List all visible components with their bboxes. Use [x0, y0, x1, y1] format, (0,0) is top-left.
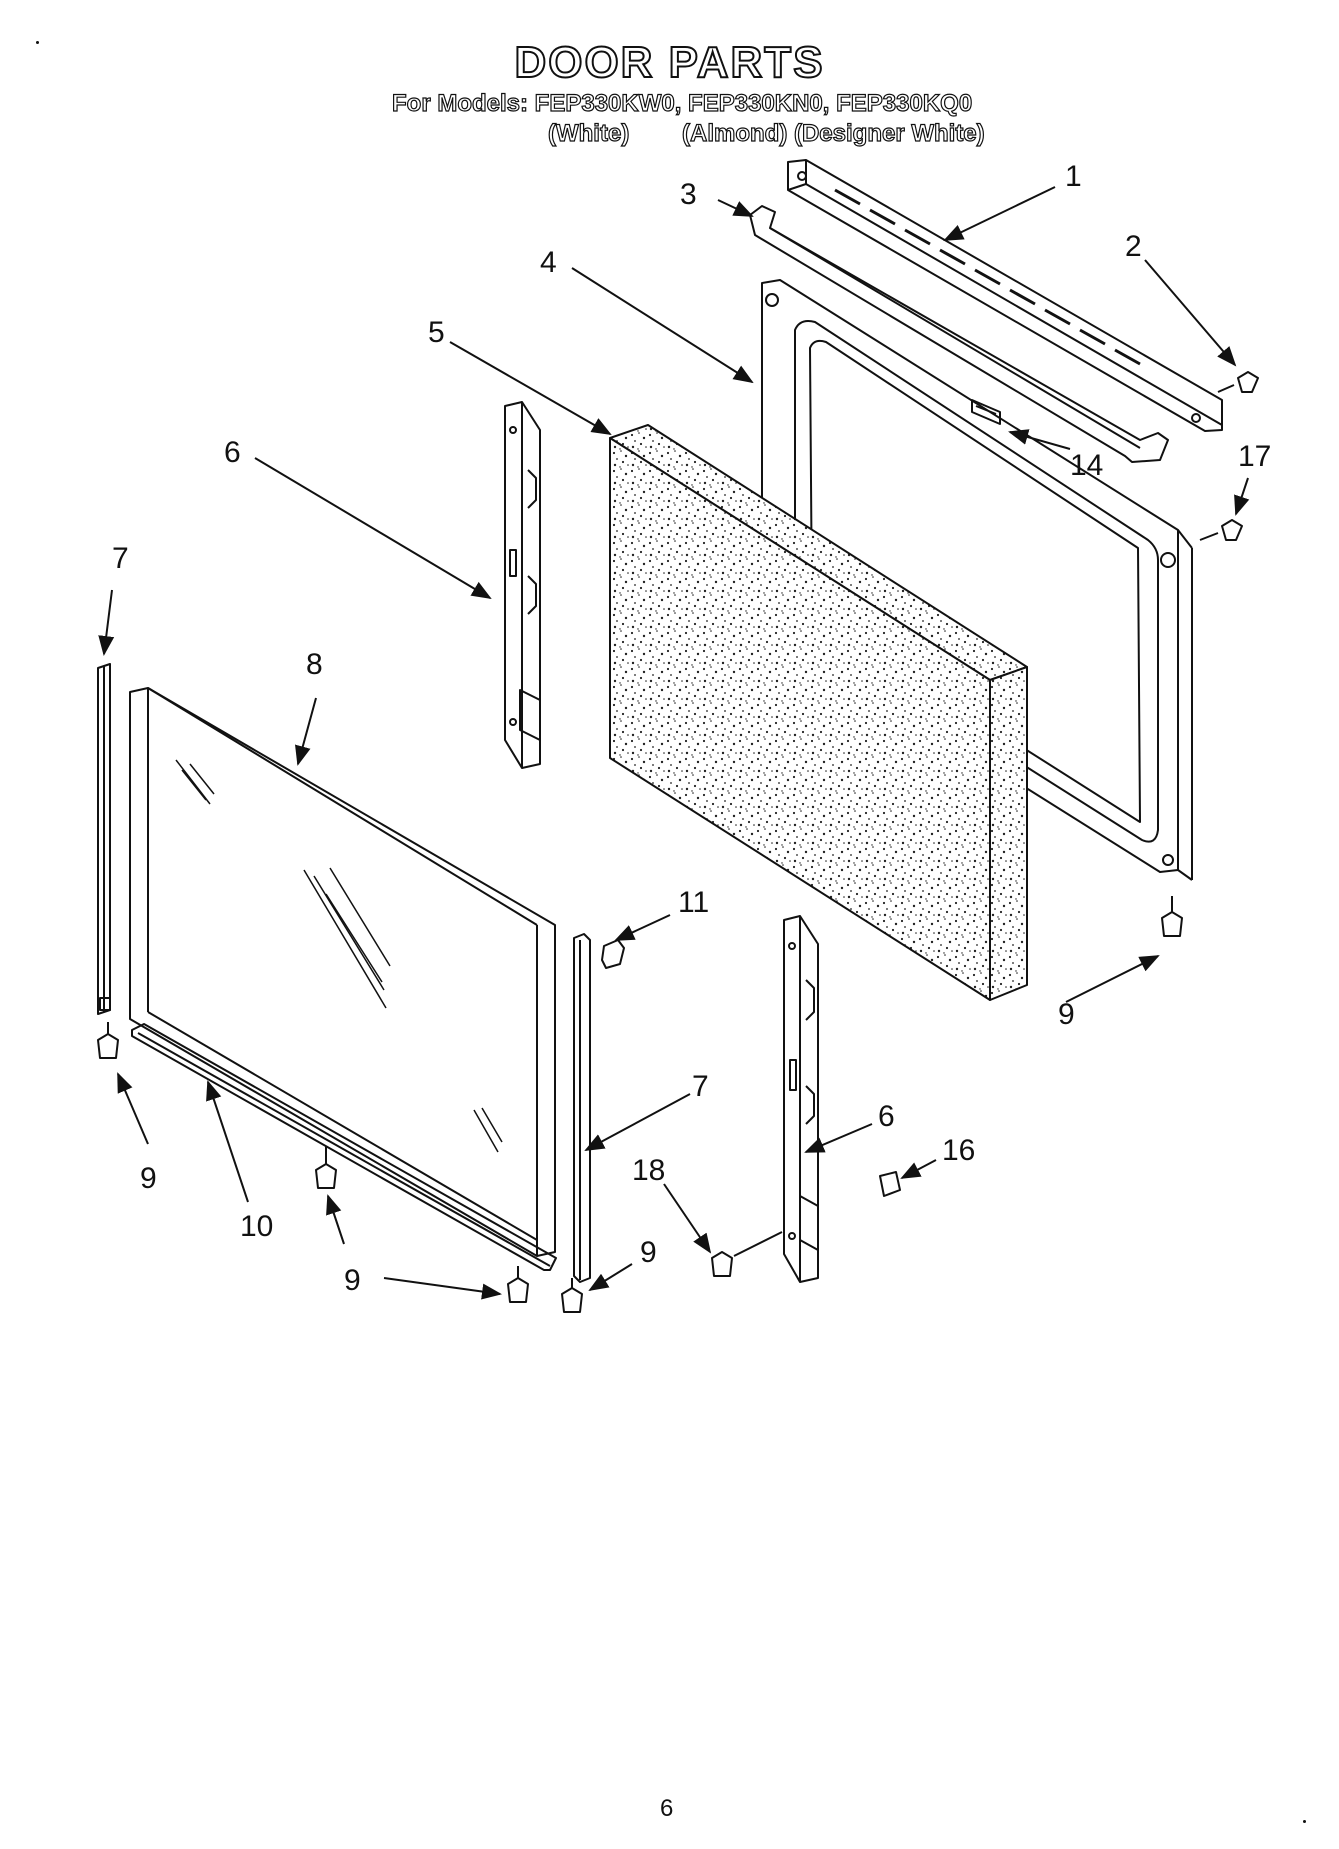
callout-18: 18 [632, 1154, 665, 1187]
callout-11: 11 [678, 886, 709, 919]
callout-16: 16 [942, 1134, 975, 1167]
door-glass-part [129, 687, 556, 1257]
screw-part [711, 1231, 783, 1277]
callout-1: 1 [1065, 160, 1082, 193]
callout-2: 2 [1125, 230, 1142, 263]
callout-5: 5 [428, 316, 445, 349]
screw-part [507, 1266, 529, 1303]
screw-part [1199, 519, 1243, 541]
callout-14: 14 [1070, 449, 1103, 482]
callout-9-center: 9 [640, 1236, 657, 1269]
callout-9-left: 9 [140, 1162, 157, 1195]
callout-8: 8 [306, 648, 323, 681]
vent-trim-part [787, 159, 1223, 432]
bottom-trim-part [131, 1023, 557, 1271]
scan-speck [1303, 1820, 1306, 1823]
insulation-block-part [609, 424, 1028, 1001]
hinge-channel-part [783, 915, 819, 1283]
variant-white-label: (White) [547, 119, 630, 147]
callout-6-lower: 6 [878, 1100, 895, 1133]
vent-insert-part [971, 399, 1001, 425]
callout-7-right: 7 [692, 1070, 709, 1103]
callout-3: 3 [680, 178, 697, 211]
screw-part [315, 1146, 337, 1189]
callout-6-upper: 6 [224, 436, 241, 469]
callout-labels: 1 2 3 4 5 6 6 7 7 8 9 9 9 9 10 11 14 16 … [112, 160, 1271, 1297]
clip-part [601, 939, 625, 969]
screw-part [1217, 371, 1259, 393]
callout-4: 4 [540, 246, 557, 279]
callout-7-left: 7 [112, 542, 129, 575]
callout-9-bottom: 9 [344, 1264, 361, 1297]
hinge-channel-part [504, 401, 541, 769]
screw-part [97, 1022, 119, 1059]
screw-part [1161, 896, 1183, 937]
side-trim-part [573, 933, 591, 1283]
door-handle-part [749, 205, 1169, 463]
side-trim-part [97, 663, 111, 1015]
variant-almond-designer-label: (Almond) (Designer White) [681, 119, 985, 147]
models-line: For Models: FEP330KW0, FEP330KN0, FEP330… [391, 89, 973, 117]
screw-part [561, 1278, 583, 1313]
clip-part [879, 1171, 901, 1197]
page-number: 6 [660, 1795, 674, 1822]
callout-10: 10 [240, 1210, 273, 1243]
scan-speck [36, 41, 39, 44]
callout-17: 17 [1238, 440, 1271, 473]
diagram-title: DOOR PARTS [513, 37, 825, 88]
callout-leaders [98, 186, 1250, 1300]
callout-9-right: 9 [1058, 998, 1075, 1031]
